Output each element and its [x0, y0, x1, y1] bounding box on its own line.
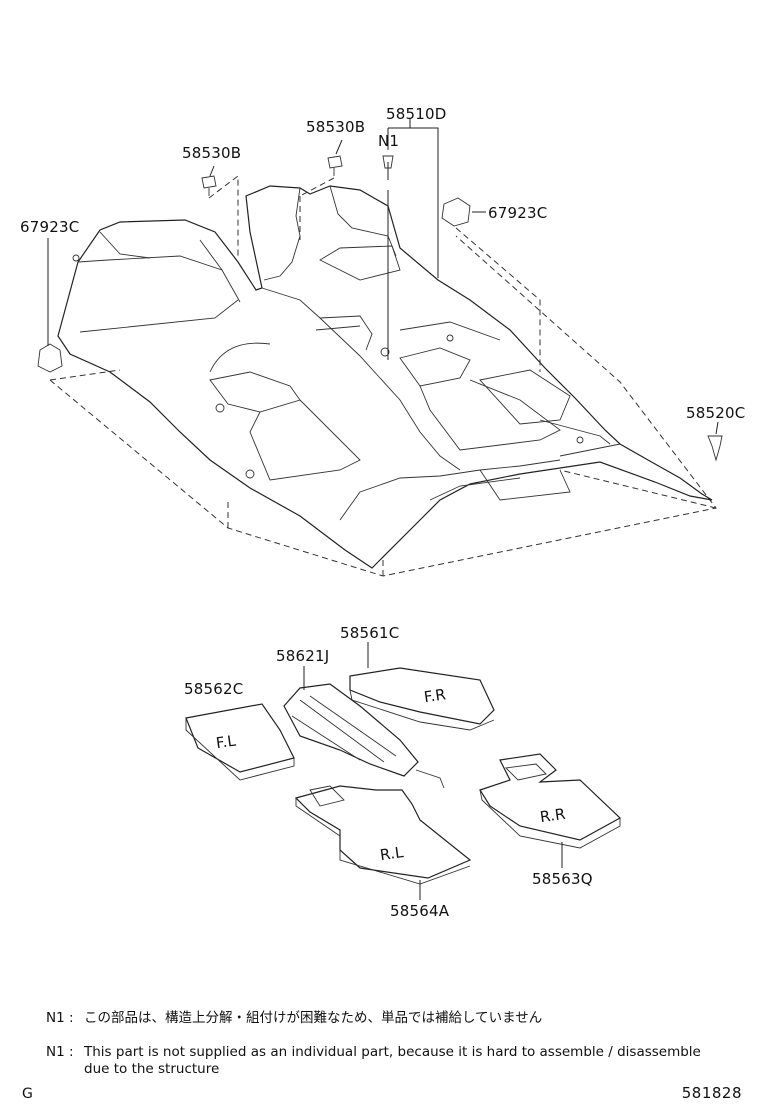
part-label-58561C: 58561C [340, 624, 399, 642]
part-label-58621J: 58621J [276, 647, 329, 665]
figure-id: 581828 [681, 1084, 742, 1102]
note-en-tag: N1 : [46, 1044, 74, 1060]
clip-58530B-left [201, 165, 239, 258]
note-jp: N1 : この部品は、構造上分解・組付けが困難なため、単品では補給していません [46, 1010, 542, 1027]
mat-mark-rl: R.L [379, 843, 405, 864]
floor-carpet-drawing [49, 185, 717, 577]
part-label-67923C-right: 67923C [488, 204, 547, 222]
mat-58564A [294, 785, 472, 900]
clip-67923C-right [441, 197, 541, 372]
bracket-58621J [283, 666, 445, 789]
clip-67923C-left [37, 238, 63, 373]
clip-58520C [707, 421, 723, 462]
part-label-58530B-left: 58530B [182, 144, 241, 162]
mat-58562C [185, 703, 295, 781]
note-jp-tag: N1 : [46, 1010, 74, 1026]
clip-58510D [382, 118, 439, 360]
note-en-text-1: This part is not supplied as an individu… [84, 1044, 701, 1060]
note-en-text-2: due to the structure [84, 1061, 220, 1077]
mat-mark-fl: F.L [215, 731, 238, 752]
mat-mark-rr: R.R [539, 805, 567, 826]
part-label-58510D: 58510D [386, 105, 446, 123]
mat-58563Q [479, 753, 622, 868]
note-en: N1 : This part is not supplied as an indi… [46, 1044, 736, 1078]
clip-58530B-top [299, 139, 343, 240]
part-label-58520C: 58520C [686, 404, 745, 422]
part-label-58530B-top: 58530B [306, 118, 365, 136]
part-label-58563Q: 58563Q [532, 870, 593, 888]
part-label-N1: N1 [378, 132, 399, 150]
footer-left-code: G [22, 1086, 33, 1102]
part-label-67923C-left: 67923C [20, 218, 79, 236]
part-label-58564A: 58564A [390, 902, 450, 920]
part-label-58562C: 58562C [184, 680, 243, 698]
mat-58561C [349, 642, 495, 731]
mat-mark-fr: F.R [423, 685, 447, 706]
note-jp-text: この部品は、構造上分解・組付けが困難なため、単品では補給していません [84, 1010, 543, 1026]
